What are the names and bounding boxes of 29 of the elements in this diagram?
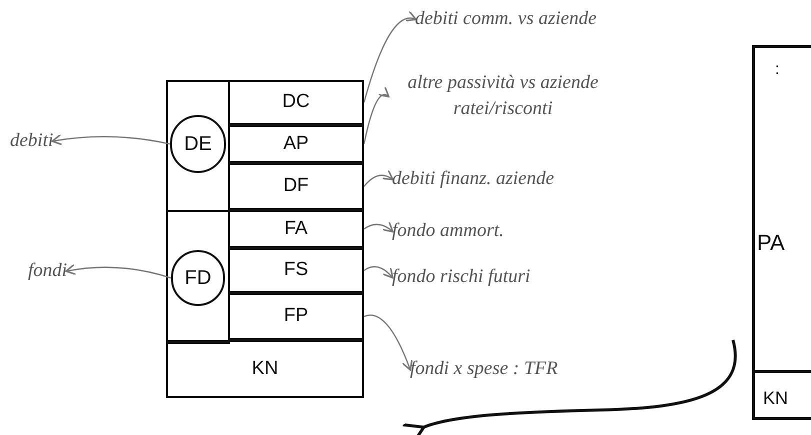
arrow [364, 170, 394, 187]
table-cell: AP [228, 125, 364, 163]
circled-label: FD [171, 250, 225, 306]
arrow [364, 314, 413, 371]
arrow [364, 266, 394, 279]
handwritten-note: debiti [10, 128, 54, 154]
table-cell: FS [228, 248, 364, 293]
handwritten-note: fondi [28, 258, 68, 284]
circled-label: DE [170, 115, 226, 173]
handwritten-note: fondi x spese : TFR [410, 356, 558, 382]
arrow [363, 86, 390, 144]
handwritten-note: debiti finanz. aziende [392, 166, 554, 192]
arrow [52, 134, 170, 146]
table-cell: FP [228, 293, 364, 340]
arrow [364, 221, 394, 232]
table-cell: KN [166, 340, 364, 398]
balance-panel [752, 45, 811, 420]
table-cell: FA [228, 210, 364, 248]
table-cell: KN [755, 370, 811, 423]
arrow [65, 264, 172, 279]
handwritten-note: altre passività vs aziende ratei/risconti [388, 70, 618, 122]
panel-label: PA [757, 229, 785, 257]
handwritten-note: fondo ammort. [392, 218, 504, 244]
handwritten-note: debiti comm. vs aziende [415, 6, 597, 32]
handwritten-note: fondo rischi futuri [392, 264, 530, 290]
table-cell: DF [228, 163, 364, 210]
panel-label: : [775, 60, 780, 80]
table-cell: DC [228, 80, 364, 125]
arrow [363, 12, 417, 103]
